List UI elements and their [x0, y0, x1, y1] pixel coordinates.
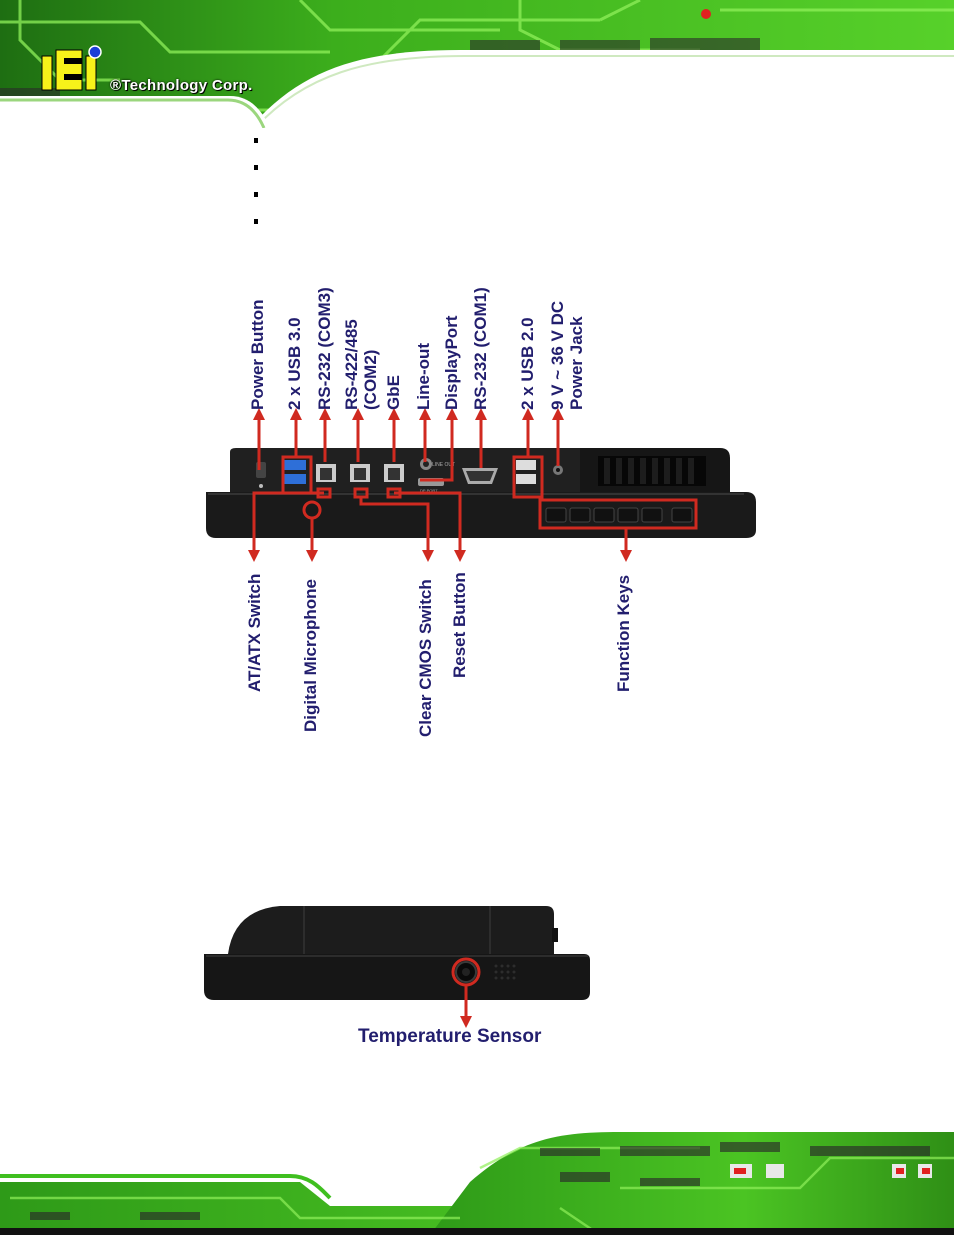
footer-pcb-graphic — [0, 1132, 954, 1237]
bullet — [254, 219, 258, 224]
line-out-port-text: LINE OUT — [432, 462, 455, 468]
bullet — [254, 165, 258, 170]
footer-banner — [0, 1128, 954, 1237]
dp-port-text: DP PORT — [420, 488, 438, 493]
logo — [40, 44, 106, 99]
iei-logo-icon — [41, 45, 102, 91]
header-banner: ®Technology Corp. — [0, 0, 954, 129]
side-callout-lines — [451, 957, 481, 1028]
bullet — [254, 192, 258, 197]
rear-callout-lines — [248, 408, 698, 562]
side-view-device-image — [204, 906, 590, 1000]
side-view-figure — [200, 900, 600, 1010]
bullet — [254, 138, 258, 143]
header-pcb-graphic — [0, 0, 954, 129]
brand-text: ®Technology Corp. — [110, 77, 253, 94]
label-temperature-sensor: Temperature Sensor — [358, 1026, 542, 1047]
